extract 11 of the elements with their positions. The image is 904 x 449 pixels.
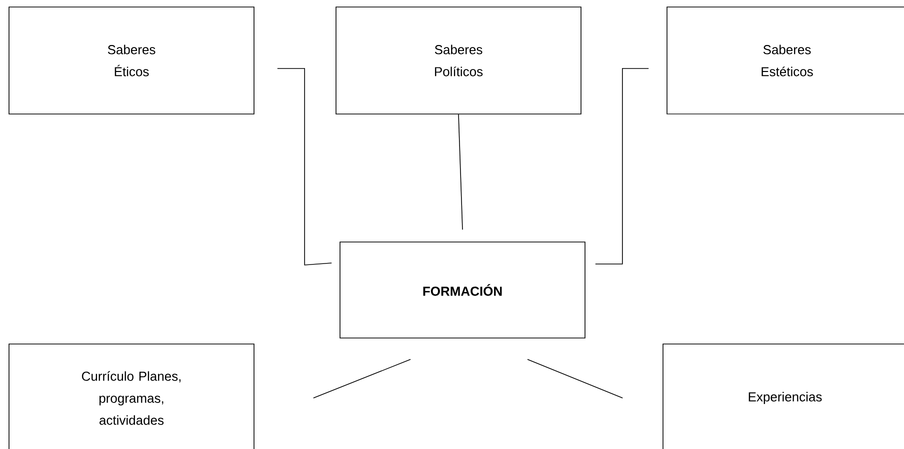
connector-line bbox=[277, 68, 332, 266]
text-box: Currículo Planes, programas, actividades bbox=[8, 344, 254, 449]
connector-line bbox=[595, 68, 649, 264]
connector-line bbox=[527, 359, 623, 398]
text-box: Experiencias bbox=[662, 344, 904, 449]
title-box: FORMACIÓN bbox=[340, 242, 586, 338]
connector-line bbox=[313, 359, 411, 398]
text-box: Saberes Estéticos bbox=[666, 6, 904, 114]
text-box: Saberes Políticos bbox=[336, 6, 582, 114]
connector-line bbox=[458, 114, 463, 230]
text-box: Saberes Éticos bbox=[8, 6, 254, 114]
